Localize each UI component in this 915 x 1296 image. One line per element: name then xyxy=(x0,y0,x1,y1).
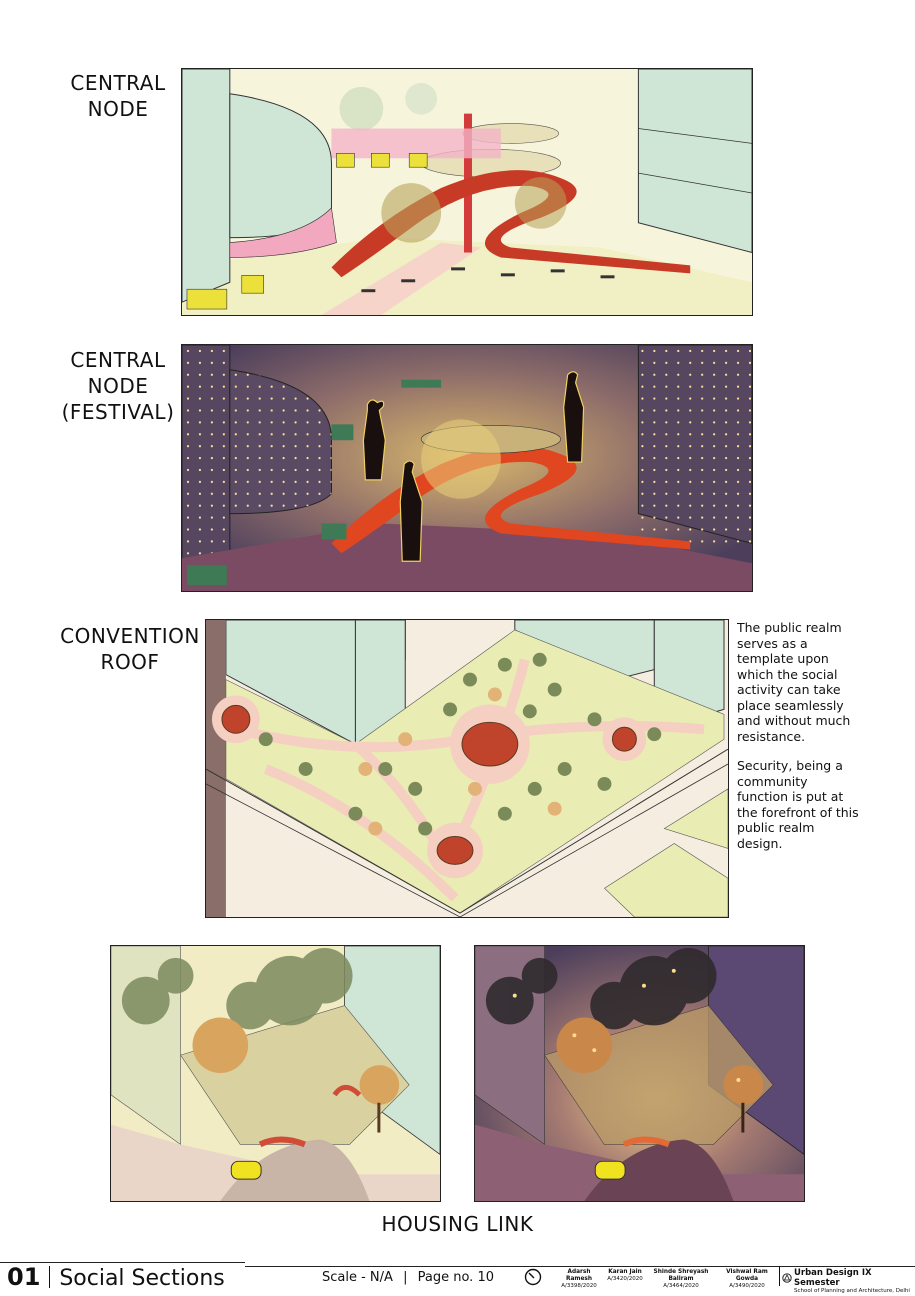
chapter-header: 01 Social Sections xyxy=(7,1263,225,1291)
institution-subtitle: School of Planning and Architecture, Del… xyxy=(794,1288,910,1294)
convention-roof-title: CONVENTION ROOF xyxy=(60,624,200,674)
page-number: Page no. 10 xyxy=(417,1270,494,1285)
festival-figure-silhouettes xyxy=(362,371,585,562)
footer-divider-right xyxy=(245,1266,915,1267)
institution-title: Urban Design IX Semester xyxy=(794,1268,872,1288)
housing-link-day-image xyxy=(110,945,441,1202)
central-node-title: CENTRAL NODE xyxy=(70,71,166,121)
institution-divider xyxy=(779,1266,780,1286)
institution-logo-icon xyxy=(782,1270,792,1283)
central-node-festival-image xyxy=(181,344,753,592)
chapter-title: Social Sections xyxy=(59,1266,225,1291)
chapter-separator xyxy=(48,1266,50,1288)
scale-label: Scale - N/A xyxy=(322,1270,393,1285)
housing-link-title: HOUSING LINK xyxy=(381,1212,534,1236)
description-paragraph-1: The public realm serves as a template up… xyxy=(737,620,851,744)
housing-link-night-image xyxy=(474,945,805,1202)
convention-roof-image xyxy=(205,619,729,918)
page-meta: Scale - N/A | Page no. 10 xyxy=(322,1270,494,1285)
footer-divider-left xyxy=(0,1262,245,1263)
institution-block: Urban Design IX Semester School of Plann… xyxy=(794,1268,912,1294)
compass-north-icon xyxy=(524,1268,542,1286)
central-node-image xyxy=(181,68,753,316)
description-paragraph-2: Security, being a community function is … xyxy=(737,758,859,851)
chapter-number: 01 xyxy=(7,1263,41,1291)
convention-roof-description: The public realm serves as a template up… xyxy=(737,620,861,865)
central-node-festival-title: CENTRAL NODE (FESTIVAL) xyxy=(61,348,175,424)
